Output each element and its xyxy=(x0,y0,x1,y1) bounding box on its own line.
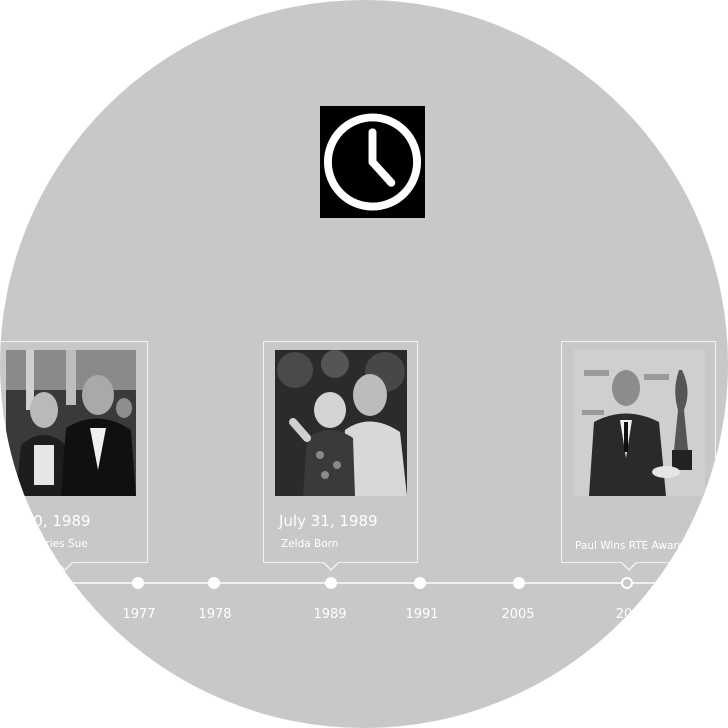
year-label[interactable]: 1989 xyxy=(313,607,347,622)
card-date: July 31, 1989 xyxy=(279,512,378,530)
timeline-dot[interactable] xyxy=(56,577,68,589)
year-label[interactable]: 20 xyxy=(615,607,633,622)
timeline-card-1[interactable]: July 30, 1989 Robin Marries Sue xyxy=(0,341,148,571)
year-label[interactable]: 1978 xyxy=(198,607,232,622)
timeline-dot[interactable] xyxy=(132,577,144,589)
card-caption: Zelda Born xyxy=(281,538,339,550)
clock-icon xyxy=(320,106,425,218)
timeline-dot-selected[interactable] xyxy=(621,577,633,589)
couple-photo xyxy=(6,350,136,496)
timeline-card-3[interactable]: Paul Wins RTE Award xyxy=(561,341,716,571)
card-caption: Robin Marries Sue xyxy=(0,538,88,550)
timeline-dot[interactable] xyxy=(325,577,337,589)
timeline-dot[interactable] xyxy=(208,577,220,589)
timeline-card-2[interactable]: July 31, 1989 Zelda Born xyxy=(263,341,418,571)
card-pointer xyxy=(323,562,339,571)
year-label[interactable]: 1977 xyxy=(122,607,156,622)
timeline-dot[interactable] xyxy=(513,577,525,589)
year-label[interactable]: 1991 xyxy=(405,607,439,622)
card-pointer xyxy=(621,562,637,571)
card-caption: Paul Wins RTE Award xyxy=(575,540,685,552)
father-child-photo xyxy=(275,350,407,496)
timeline-dot[interactable] xyxy=(414,577,426,589)
year-label[interactable]: 2005 xyxy=(501,607,535,622)
award-photo xyxy=(574,350,705,496)
card-pointer xyxy=(57,562,73,571)
card-date: July 30, 1989 xyxy=(0,512,91,530)
timeline-axis xyxy=(0,582,728,584)
